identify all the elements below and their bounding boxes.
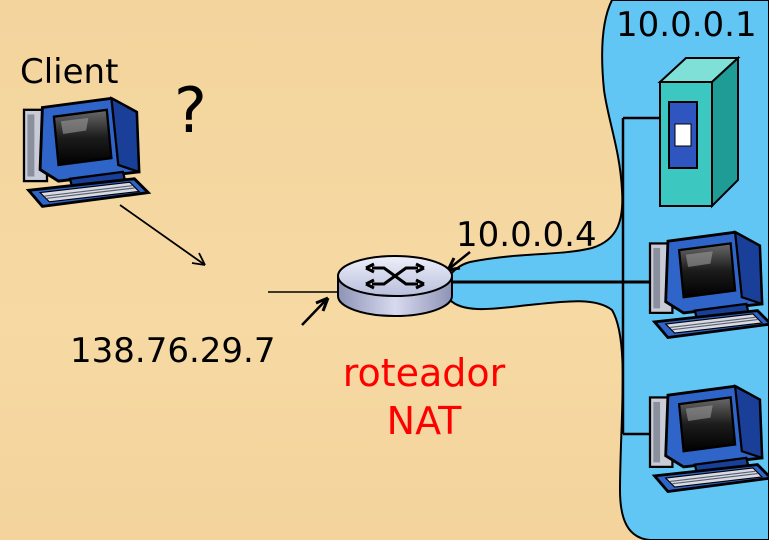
host-computer-icon: [650, 232, 769, 337]
client-computer-icon: [24, 98, 148, 206]
router-name-line-1: roteador: [316, 350, 532, 398]
host-computer-icon: [650, 386, 769, 491]
router-icon: [338, 256, 452, 316]
router-outside-ip-label: 138.76.29.7: [70, 334, 275, 368]
server-icon: [660, 58, 738, 206]
arrow-client-to-router: [120, 205, 205, 265]
server-ip-label: 10.0.0.1: [616, 8, 757, 42]
router-name-line-2: NAT: [316, 398, 532, 446]
question-mark: ?: [174, 80, 207, 142]
router-inside-ip-label: 10.0.0.4: [456, 218, 597, 252]
router-name-label: roteador NAT: [316, 350, 532, 445]
arrow-outside-ip: [302, 298, 328, 325]
client-label: Client: [20, 55, 118, 89]
